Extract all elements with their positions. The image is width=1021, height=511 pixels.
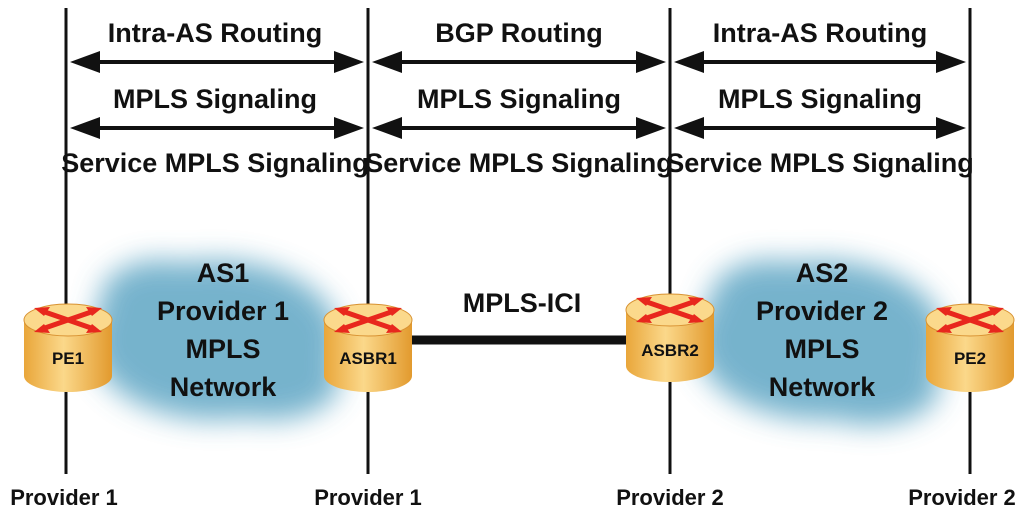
routing-arrow	[70, 51, 364, 73]
svg-text:Provider 1: Provider 1	[157, 296, 289, 326]
svg-text:Network: Network	[170, 372, 278, 402]
service-signaling-label: Service MPLS Signaling	[666, 148, 974, 178]
routing-arrow	[674, 51, 966, 73]
service-signaling-label: Service MPLS Signaling	[365, 148, 673, 178]
signaling-label: MPLS Signaling	[417, 84, 621, 114]
router-icon	[23, 303, 113, 392]
cloud-as1	[90, 260, 340, 420]
router-label: PE1	[52, 349, 84, 368]
router-pe2: PE2	[925, 303, 1015, 392]
footer-provider-label: Provider 1	[314, 485, 422, 510]
router-icon	[625, 293, 715, 382]
footer-provider-label: Provider 2	[616, 485, 724, 510]
svg-text:Provider 2: Provider 2	[756, 296, 888, 326]
footer-provider-label: Provider 2	[908, 485, 1016, 510]
routing-label: BGP Routing	[435, 18, 602, 48]
signaling-label: MPLS Signaling	[718, 84, 922, 114]
cloud-as2	[695, 260, 945, 425]
router-asbr1: ASBR1	[323, 303, 413, 392]
signaling-arrow	[372, 117, 666, 139]
service-signaling-label: Service MPLS Signaling	[61, 148, 369, 178]
segment-1: Intra-AS Routing MPLS Signaling Service …	[61, 18, 369, 178]
svg-text:MPLS: MPLS	[185, 334, 260, 364]
svg-text:Network: Network	[769, 372, 877, 402]
svg-text:AS1: AS1	[197, 258, 250, 288]
routing-arrow	[372, 51, 666, 73]
routing-label: Intra-AS Routing	[108, 18, 322, 48]
cloud-as1-label: AS1 Provider 1 MPLS Network	[157, 258, 289, 402]
svg-text:MPLS: MPLS	[784, 334, 859, 364]
cloud-as2-label: AS2 Provider 2 MPLS Network	[756, 258, 888, 402]
signaling-arrow	[674, 117, 966, 139]
routing-label: Intra-AS Routing	[713, 18, 927, 48]
segment-3: Intra-AS Routing MPLS Signaling Service …	[666, 18, 974, 178]
router-pe1: PE1	[23, 303, 113, 392]
router-asbr2: ASBR2	[625, 293, 715, 382]
router-label: PE2	[954, 349, 986, 368]
signaling-arrow	[70, 117, 364, 139]
router-icon	[323, 303, 413, 392]
segment-2: BGP Routing MPLS Signaling Service MPLS …	[365, 18, 673, 178]
footer-provider-label: Provider 1	[10, 485, 118, 510]
signaling-label: MPLS Signaling	[113, 84, 317, 114]
router-label: ASBR2	[641, 341, 699, 360]
mpls-ici-label: MPLS-ICI	[463, 288, 582, 318]
svg-text:AS2: AS2	[796, 258, 849, 288]
router-icon	[925, 303, 1015, 392]
router-label: ASBR1	[339, 349, 397, 368]
